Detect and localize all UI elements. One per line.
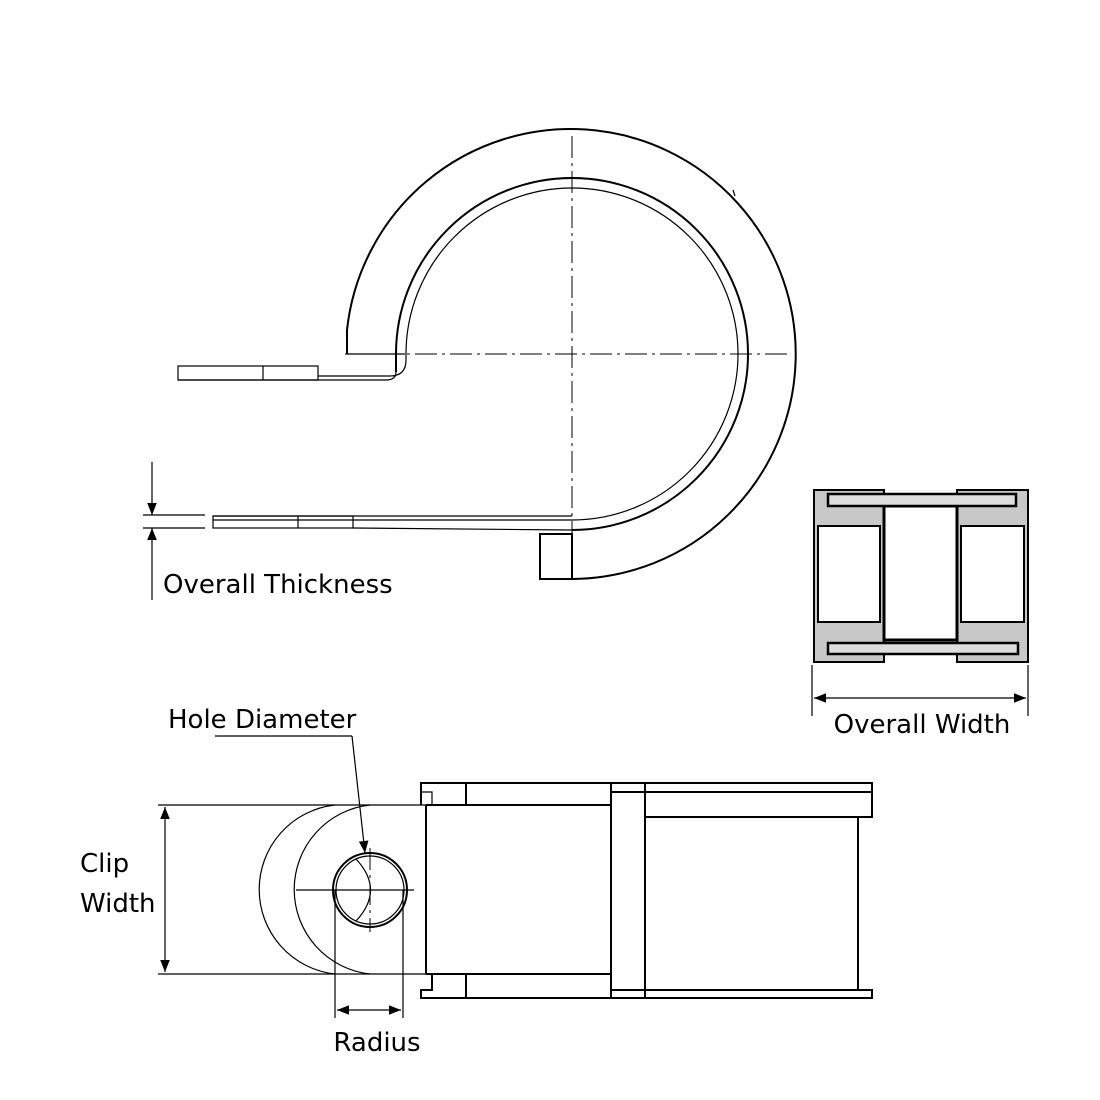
- clip-width-label-1: Clip: [80, 849, 129, 879]
- upper-strap: [178, 359, 407, 381]
- hole-diameter-leader: [351, 735, 369, 854]
- clip-width-label-2: Width: [80, 889, 156, 919]
- front-view: Overall Thickness: [143, 128, 797, 600]
- inner-arc-inner: [405, 187, 739, 521]
- inner-arc-outer: [395, 177, 749, 531]
- hole-diameter-label: Hole Diameter: [168, 705, 357, 735]
- radius-label: Radius: [333, 1028, 420, 1058]
- overall-width-label: Overall Width: [834, 710, 1011, 740]
- overall-thickness-label: Overall Thickness: [163, 570, 393, 600]
- top-view: Clip Width Radius Hole Diameter: [80, 705, 873, 1058]
- lower-tab: [212, 515, 354, 529]
- upper-tab: [177, 365, 319, 381]
- side-view: Overall Width: [811, 489, 1029, 740]
- outer-arc: [346, 128, 797, 580]
